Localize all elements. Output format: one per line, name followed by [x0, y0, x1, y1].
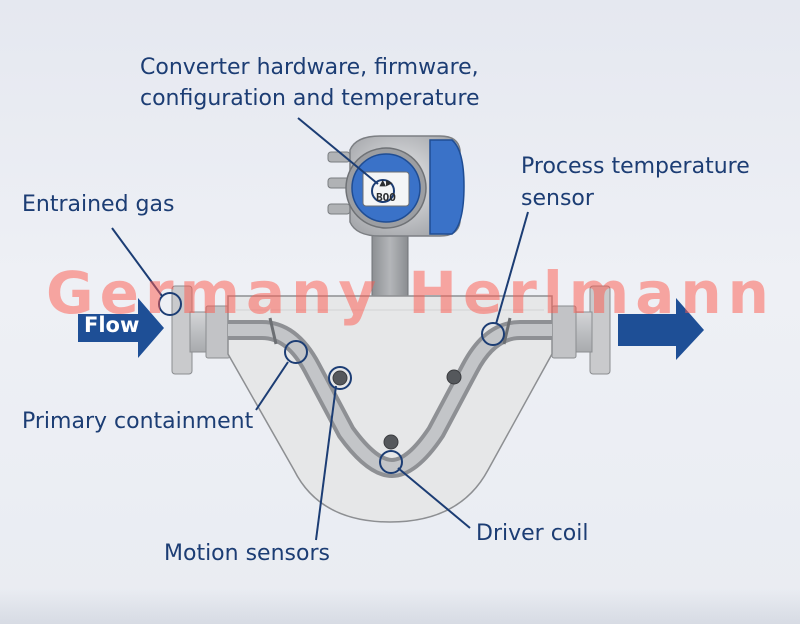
callout-line-converter [297, 117, 379, 185]
converter-label-line2: configuration and temperature [140, 86, 480, 111]
flow-arrow-outlet [618, 298, 704, 360]
driver-coil-label: Driver coil [476, 521, 589, 546]
callout-circle-process [481, 322, 505, 346]
callout-circle-driver [379, 450, 403, 474]
process-label-line1: Process temperature [521, 154, 750, 179]
motion-sensor-dot-right [446, 369, 462, 385]
motion-sensors-label: Motion sensors [164, 541, 330, 566]
callout-line-motion [315, 385, 337, 541]
callout-circle-entrained [158, 292, 182, 316]
callout-line-primary [255, 361, 289, 411]
process-temperature-label: Process temperature sensor [521, 151, 750, 215]
flow-arrow-inlet [78, 298, 164, 358]
callout-line-process [495, 211, 529, 325]
primary-containment-label: Primary containment [22, 409, 254, 434]
display-bottom-line: BOO [376, 191, 396, 204]
outlet-flange [551, 285, 611, 375]
display-top-line: ▲▶ [379, 176, 393, 189]
motion-sensor-dot [332, 370, 348, 386]
callout-circle-primary [284, 340, 308, 364]
converter-label-line1: Converter hardware, firmware, [140, 55, 479, 80]
callout-circle-converter [371, 179, 395, 203]
watermark-text: Germany Herlmann [46, 259, 775, 327]
callout-line-driver [397, 467, 471, 529]
converter-label: Converter hardware, firmware, configurat… [140, 52, 480, 114]
callout-line-entrained [111, 227, 163, 297]
process-label-line2: sensor [521, 186, 594, 211]
converter-housing [327, 135, 465, 237]
inlet-flange [171, 285, 231, 375]
callout-circle-motion [328, 366, 352, 390]
flow-label: Flow [84, 313, 140, 337]
entrained-gas-label: Entrained gas [22, 192, 175, 217]
driver-coil-dot [383, 434, 399, 450]
